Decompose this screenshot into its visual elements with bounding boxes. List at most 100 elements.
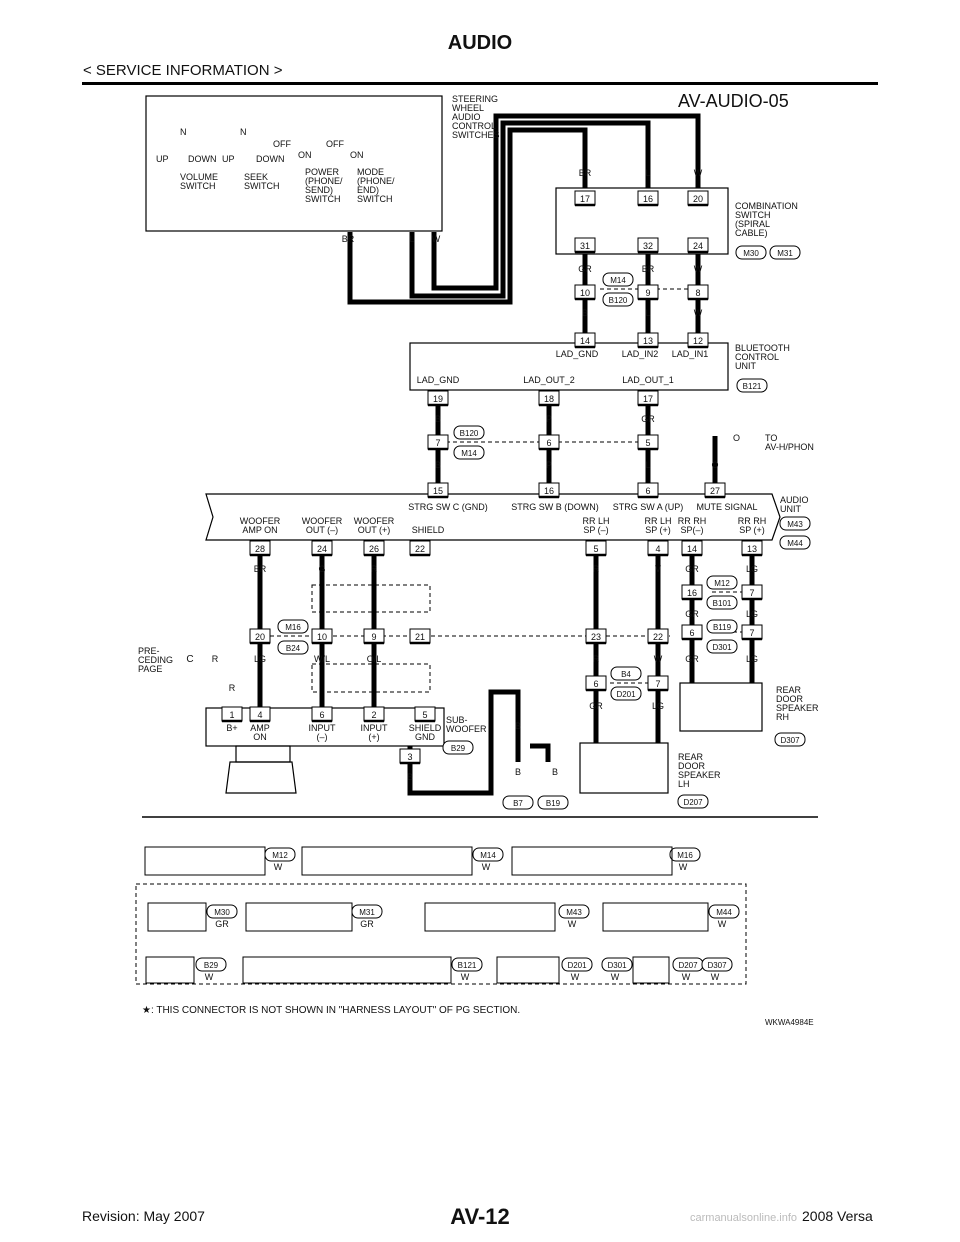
wire-color: LG: [746, 654, 758, 664]
bluetooth-title: CONTROL: [735, 352, 779, 362]
connector-face: [245, 902, 353, 932]
joint-pin: 6: [585, 675, 607, 692]
joint-pin: 7: [647, 675, 669, 692]
wire-color: GR: [685, 654, 699, 664]
switch-label: OFF: [273, 139, 291, 149]
connector-id: B24: [286, 644, 301, 653]
wire-color: G: [318, 564, 325, 574]
wire-color: LG: [652, 701, 664, 711]
pin-number: 2: [371, 710, 376, 720]
bluetooth-pin-bottom: 17: [637, 390, 659, 407]
connector-color: GR: [215, 919, 229, 929]
connector-face: [147, 902, 207, 932]
connector-color: W: [611, 972, 620, 982]
pin-number: 27: [710, 486, 720, 496]
wire-color: GR: [685, 564, 699, 574]
joint-pin: 16: [681, 584, 703, 601]
wire-color: LG: [254, 654, 266, 664]
connector-color: W: [718, 919, 727, 929]
connector-oval: M12: [706, 575, 738, 590]
joint-pin: 21: [409, 628, 431, 645]
steering-title: SWITCHES: [452, 130, 500, 140]
pin-number: 26: [369, 544, 379, 554]
wire-color: BR: [642, 264, 655, 274]
switch-label: DOWN: [256, 154, 285, 164]
audio-pin-bottom: 5: [585, 540, 607, 557]
audio-pin-bottom: 13: [741, 540, 763, 557]
audio-label: OUT (–): [306, 525, 338, 535]
connector-oval: M14: [602, 272, 634, 287]
switch-label: ON: [350, 150, 364, 160]
wire-color: B: [407, 772, 413, 782]
pin-number: 22: [415, 544, 425, 554]
combination-pin-bottom: 31: [574, 237, 596, 254]
steering-title: AUDIO: [452, 112, 481, 122]
connector-id: D201: [567, 961, 587, 970]
wire-color: W: [654, 654, 663, 664]
subwoofer-pin-label: B+: [226, 723, 237, 733]
audio-label: SP(–): [680, 525, 703, 535]
wire-color: GR: [589, 701, 603, 711]
joint-pin: 6: [681, 624, 703, 641]
audio-title: AUDIO: [780, 495, 809, 505]
speaker-title: SPEAKER: [678, 770, 721, 780]
connector-face: [424, 902, 556, 932]
combination-pin-bottom: 24: [687, 237, 709, 254]
bluetooth-title: UNIT: [735, 361, 756, 371]
connector-id: B120: [460, 429, 479, 438]
connector-id: M43: [787, 520, 803, 529]
pin-number: 13: [747, 544, 757, 554]
connector-face: [632, 956, 670, 984]
speaker-rh-box: [679, 682, 763, 732]
revision-date: Revision: May 2007: [82, 1208, 205, 1224]
connector-id: B29: [204, 961, 219, 970]
speaker-title: REAR: [776, 685, 802, 695]
pin-number: 10: [580, 288, 590, 298]
pin-number: 16: [544, 486, 554, 496]
audio-pin-bottom: 14: [681, 540, 703, 557]
connector-color: GR: [360, 919, 374, 929]
wire-color: GR: [641, 414, 655, 424]
pin-number: 22: [653, 632, 663, 642]
audio-label: SP (+): [645, 525, 671, 535]
figure-code: WKWA4984E: [765, 1018, 814, 1027]
preceding-label: CEDING: [138, 655, 173, 665]
connector-oval: B19: [537, 795, 569, 810]
connector-id: M14: [461, 449, 477, 458]
diagram-id: AV-AUDIO-05: [678, 91, 789, 111]
switch-label: SEND): [305, 185, 333, 195]
pin-number: 9: [371, 632, 376, 642]
connector-id: M12: [714, 579, 730, 588]
wire-color: L: [645, 460, 650, 470]
connector-oval: B7: [502, 795, 534, 810]
connector-oval: B24: [277, 640, 309, 655]
joint-pin: 20: [249, 628, 271, 645]
subwoofer-pin: 5: [414, 706, 436, 723]
connector-id: B29: [451, 744, 466, 753]
pin-number: 10: [317, 632, 327, 642]
bluetooth-pin-top: 14: [574, 332, 596, 349]
audio-label: WOOFER: [240, 516, 281, 526]
wire-color: BR: [342, 234, 355, 244]
connector-face: [496, 956, 560, 984]
joint-pin: 5: [637, 434, 659, 451]
bluetooth-label: LAD_GND: [417, 375, 460, 385]
wire-color: GR: [578, 264, 592, 274]
bluetooth-box: [409, 342, 729, 391]
audio-pin-bottom: 26: [363, 540, 385, 557]
wire-color: O: [711, 460, 718, 470]
connector-id: M44: [716, 908, 732, 917]
steering-title: CONTROL: [452, 121, 496, 131]
bluetooth-title: BLUETOOTH: [735, 343, 790, 353]
pin-number: 9: [645, 288, 650, 298]
connector-id: M16: [285, 623, 301, 632]
switch-label: (PHONE/: [357, 176, 395, 186]
switch-label: ON: [298, 150, 312, 160]
wire-color: B: [435, 414, 441, 424]
wire-color: LG: [746, 609, 758, 619]
pin-number: 17: [643, 394, 653, 404]
wire-br: [347, 127, 588, 305]
